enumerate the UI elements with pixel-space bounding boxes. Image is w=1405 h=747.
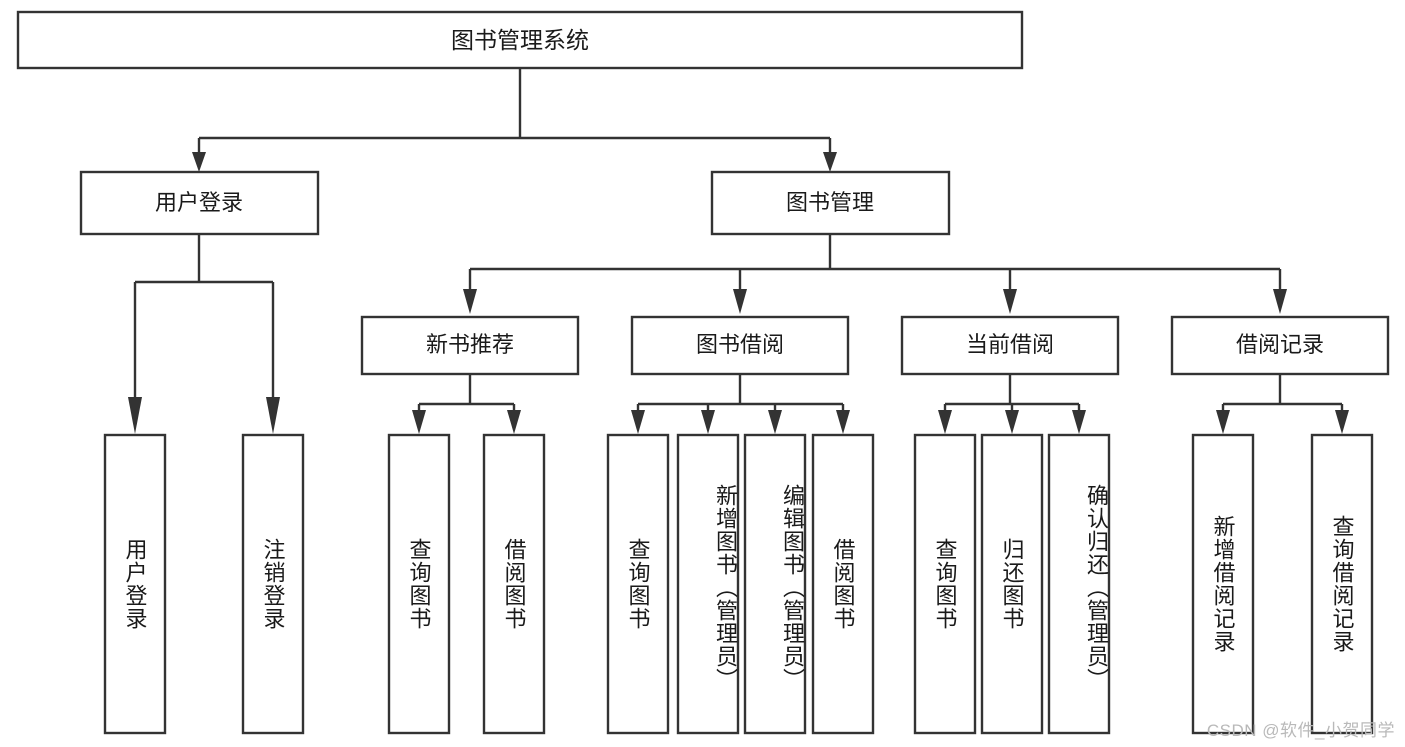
arrow-to-current-borrow [1003,289,1017,314]
node-current-borrow-label: 当前借阅 [966,332,1054,357]
node-current-borrow-box[interactable] [900,315,1120,376]
nodes-group: 图书管理系统 用户登录 图书管理 新书推荐 图书借阅 当前借阅 借阅记录 [16,10,1390,735]
arrow-to-user-login [192,152,206,172]
arrow-currentborrow-leaf-3 [1072,410,1086,434]
arrow-to-new-book [463,289,477,314]
leaf-box-current-borrow-3[interactable] [1047,433,1111,735]
leaf-box-current-borrow-1[interactable] [913,433,977,735]
arrow-bookborrow-leaf-3 [768,410,782,434]
leaf-box-current-borrow-2[interactable] [980,433,1044,735]
arrow-to-borrow-record [1273,289,1287,314]
node-new-book-label: 新书推荐 [426,332,514,357]
node-book-manage-box[interactable] [710,170,951,236]
node-borrow-record-label: 借阅记录 [1236,332,1324,357]
leaf-box-user-login-2[interactable] [241,433,305,735]
edge-borrowrecord-bus [1221,374,1344,414]
arrow-bookborrow-leaf-1 [631,410,645,434]
arrow-borrowrecord-leaf-1 [1216,410,1230,434]
arrow-bookborrow-leaf-2 [701,410,715,434]
edge-newbook-bus [417,374,516,414]
arrow-to-book-borrow [733,289,747,314]
leaf-box-borrow-record-1[interactable] [1191,433,1255,735]
arrow-currentborrow-leaf-1 [938,410,952,434]
node-user-login-box[interactable] [79,170,320,236]
leaf-box-user-login-1[interactable] [103,433,167,735]
edge-userlogin-bus [133,234,275,400]
node-book-borrow-label: 图书借阅 [696,332,784,357]
watermark-text: CSDN @软件_小贺同学 [1206,721,1395,740]
edge-currentborrow-bus [943,374,1081,414]
leaf-box-book-borrow-4[interactable] [811,433,875,735]
arrow-to-book-manage [823,152,837,172]
node-book-borrow-box[interactable] [630,315,850,376]
node-book-manage-label: 图书管理 [786,190,874,215]
edge-root-bus [197,68,832,155]
arrow-to-logout-leaf [266,397,280,434]
arrow-to-user-login-leaf [128,397,142,434]
arrow-currentborrow-leaf-2 [1005,410,1019,434]
arrow-newbook-leaf-1 [412,410,426,434]
edge-bookborrow-bus [636,374,845,414]
node-borrow-record-box[interactable] [1170,315,1390,376]
node-root-box[interactable] [16,10,1024,70]
leaf-box-book-borrow-1[interactable] [606,433,670,735]
arrow-bookborrow-leaf-4 [836,410,850,434]
leaf-box-new-book-1[interactable] [387,433,451,735]
node-root-label: 图书管理系统 [451,27,589,53]
leaf-box-new-book-2[interactable] [482,433,546,735]
leaf-box-borrow-record-2[interactable] [1310,433,1374,735]
edges-group [128,68,1349,434]
arrow-borrowrecord-leaf-2 [1335,410,1349,434]
arrow-newbook-leaf-2 [507,410,521,434]
node-user-login-label: 用户登录 [155,190,243,215]
leaf-box-book-borrow-2[interactable] [676,433,740,735]
edge-bookmanage-bus [468,234,1282,292]
leaf-box-book-borrow-3[interactable] [743,433,807,735]
node-new-book-box[interactable] [360,315,580,376]
